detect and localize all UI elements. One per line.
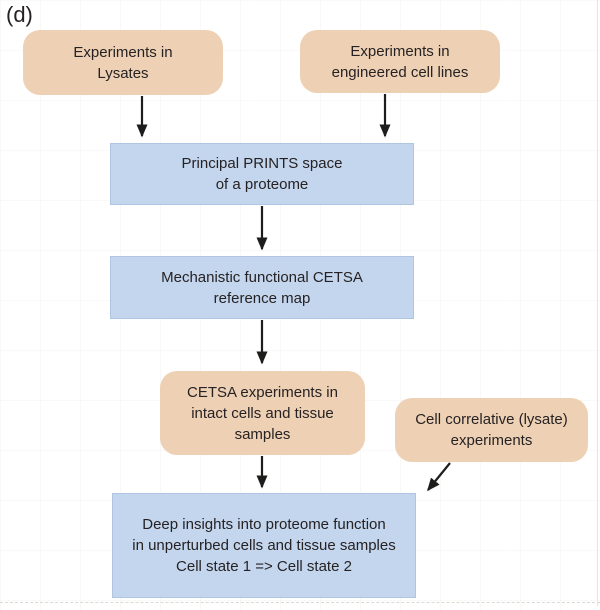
node-cetsa-experiments-intact-cells: CETSA experiments in intact cells and ti… <box>160 371 365 455</box>
node-cell-correlative-lysate-experiments: Cell correlative (lysate) experiments <box>395 398 588 462</box>
node-experiments-in-lysates: Experiments in Lysates <box>23 30 223 95</box>
node-deep-insights-proteome-function: Deep insights into proteome function in … <box>112 493 416 598</box>
panel-right-boundary <box>597 0 598 606</box>
arrow-correlative-to-insights <box>427 462 451 492</box>
panel-bottom-boundary <box>0 602 600 603</box>
node-experiments-in-engineered-cell-lines: Experiments in engineered cell lines <box>300 30 500 93</box>
node-mechanistic-functional-cetsa-reference-map: Mechanistic functional CETSA reference m… <box>110 256 414 319</box>
panel-label: (d) <box>6 2 33 27</box>
node-principal-prints-space: Principal PRINTS space of a proteome <box>110 143 414 205</box>
